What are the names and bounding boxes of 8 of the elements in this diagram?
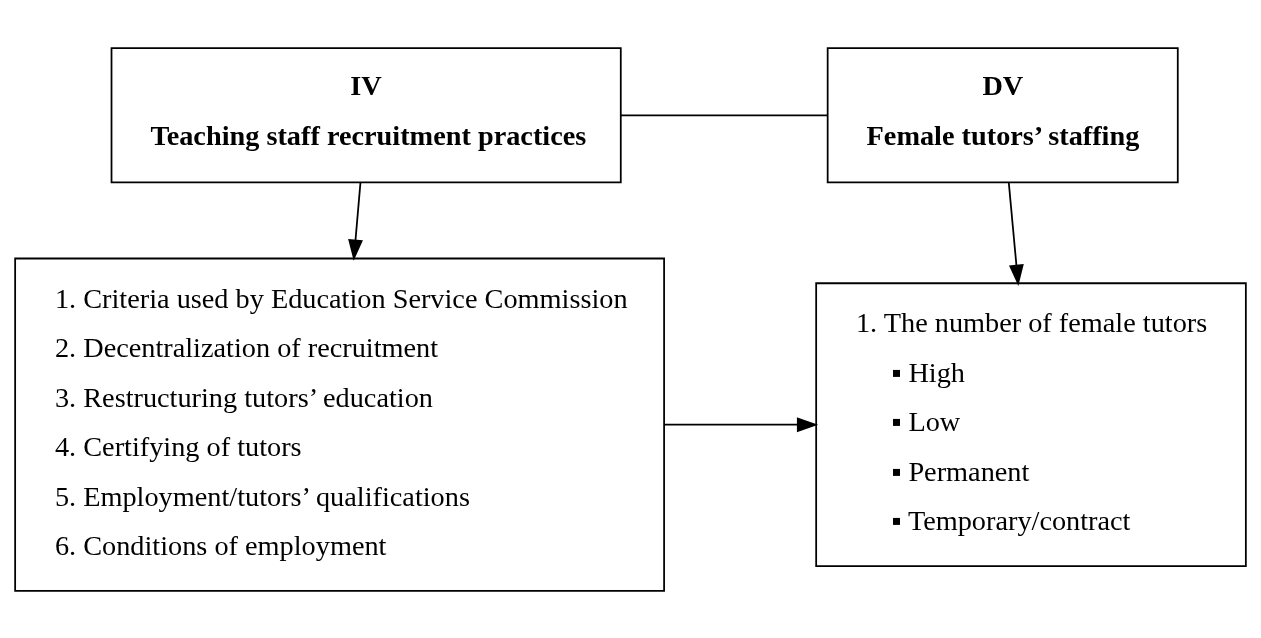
node-box: IV Teaching staff recruitment practices: [110, 46, 622, 183]
arrow: [1007, 181, 1024, 286]
node-box: DV Female tutors’ staffing: [826, 46, 1179, 183]
node-box: 1. The number of female tutors ▪ High ▪ Low ▪ Permanent ▪ Temporary/contract: [815, 281, 1247, 567]
arrow: [348, 181, 363, 261]
node-box: 1. Criteria used by Education Service Commission 2. Decentralization of recruitment 3. Restructuring tutors’ education 4. Certifying of tutors 5. Employment/tutors’ qualifications 6. Conditions of employment: [14, 257, 665, 592]
arrow: [663, 416, 819, 432]
connector: [620, 113, 829, 116]
